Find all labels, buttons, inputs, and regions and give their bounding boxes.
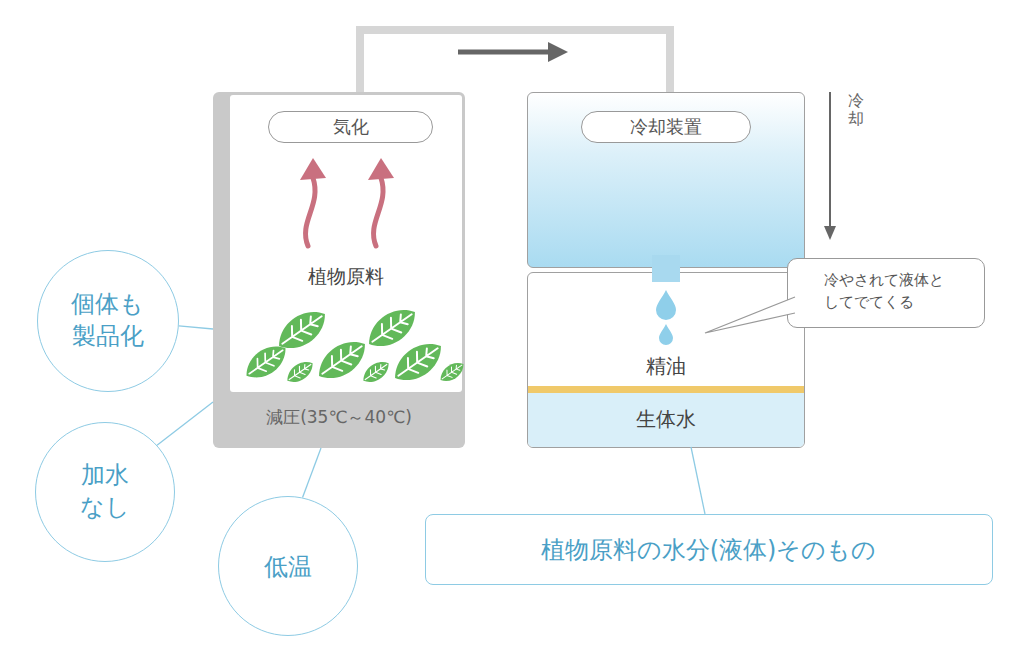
feature-text: 低温 [229,551,346,583]
nozzle [652,255,680,282]
vapor-pipe [360,30,670,92]
feature-circle: 低温 [218,496,358,636]
hydrosol-band: 生体水 [528,386,804,447]
cooling-label: 冷却 [848,92,864,127]
chamber-panel [230,95,462,392]
hydrosol-label: 生体水 [528,406,804,433]
feature-circle: 個体も製品化 [37,250,179,392]
callout-tail [705,297,795,333]
drop [656,290,676,320]
feature-text: 加水なし [71,459,138,524]
note-text: 植物原料の水分(液体)そのもの [436,534,981,566]
leader-line [691,447,705,514]
note-box: 植物原料の水分(液体)そのもの [425,514,993,585]
pressure-label: 減圧(35℃～40℃) [213,406,465,429]
leader-line [157,402,213,445]
feature-circle: 加水なし [35,422,175,562]
callout-text: 冷やされて液体としてでてくる [824,270,948,314]
leader-line [179,326,213,329]
process-pill: 気化 [268,111,433,143]
plant-leaves [240,300,468,389]
flow-arrow [458,42,568,62]
cooling-box: 冷却装置 [527,92,805,268]
callout-bubble: 冷やされて液体としてでてくる [787,258,985,328]
oil-label: 精油 [528,353,804,380]
drop [659,324,673,345]
material-label: 植物原料 [230,264,462,290]
device-pill: 冷却装置 [581,111,751,143]
feature-text: 個体も製品化 [63,288,152,353]
vapor-arrows [300,158,394,246]
leader-line [303,448,321,498]
cooling-arrow [824,92,836,240]
